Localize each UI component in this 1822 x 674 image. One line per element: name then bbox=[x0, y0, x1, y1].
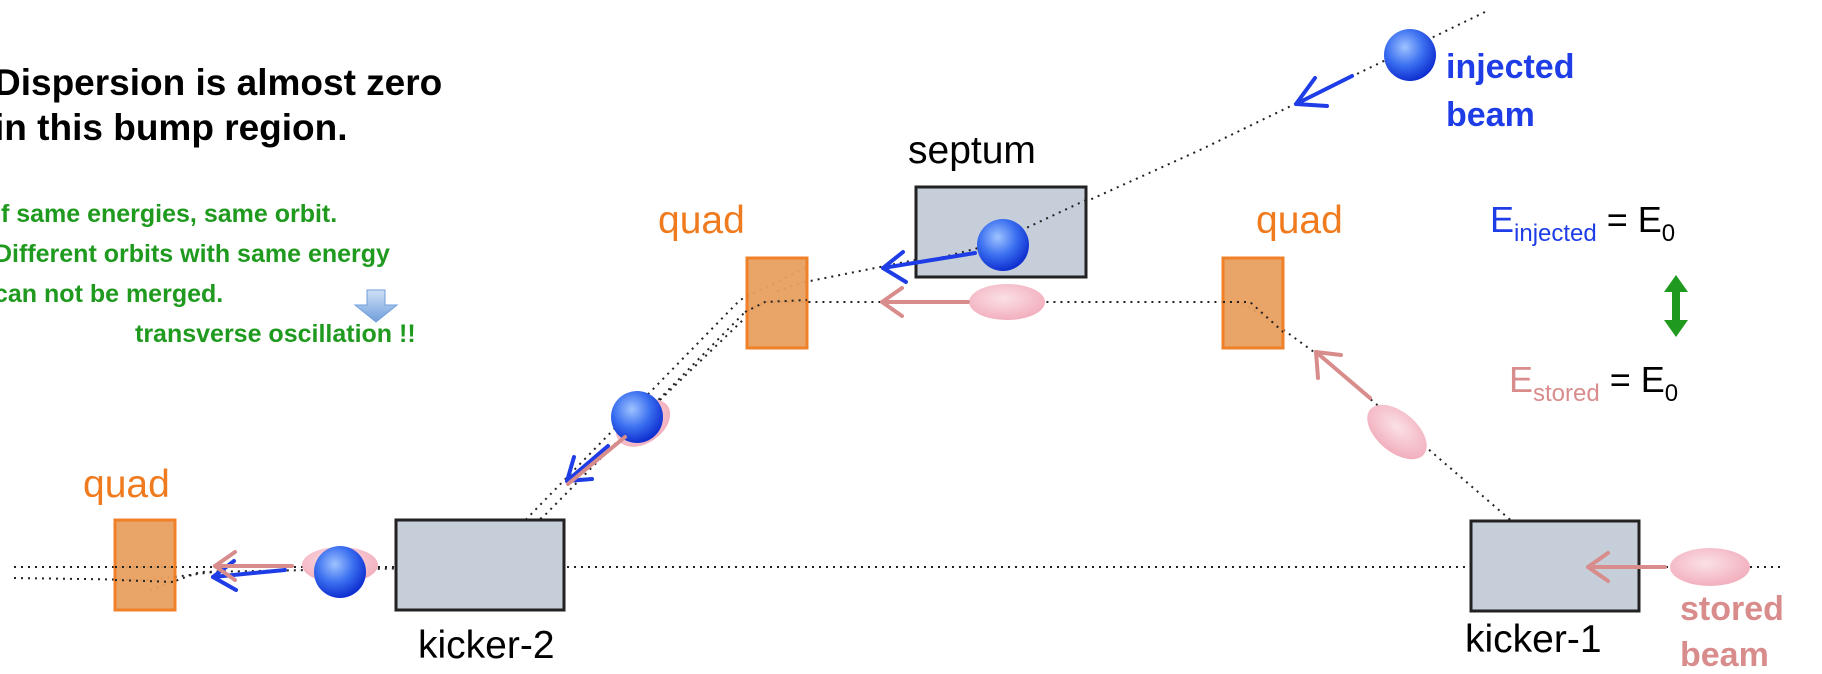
quad-left-upper bbox=[745, 256, 809, 350]
note-text: Dispersion is almost zero in this bump r… bbox=[0, 62, 442, 348]
component-labels: septum quad quad quad kicker-2 kicker-1 … bbox=[83, 48, 1784, 674]
bump-orbit-strand bbox=[659, 317, 746, 401]
injected-label-line1: injected bbox=[1446, 48, 1574, 86]
energy-stored: Estored = E0 bbox=[1509, 359, 1678, 407]
note-green-line3: can not be merged. bbox=[0, 280, 223, 308]
stored-arrow-kicker2 bbox=[213, 550, 294, 582]
injected-bunch-kicker2 bbox=[314, 546, 366, 598]
injected-bunch-septum bbox=[977, 219, 1029, 271]
note-green-line1: If same energies, same orbit. bbox=[0, 200, 337, 228]
energy-injected: Einjected = E0 bbox=[1490, 199, 1675, 247]
injected-arrows bbox=[211, 74, 1354, 592]
overlay-lower-quad bbox=[114, 566, 176, 583]
quad-right-upper-label: quad bbox=[1256, 199, 1343, 242]
energy-relations: Einjected= E0 Estored= E0 bbox=[1490, 199, 1678, 407]
stored-bunch-septum bbox=[969, 284, 1045, 320]
injected-arrow-septum bbox=[881, 250, 977, 284]
injected-label-line2: beam bbox=[1446, 96, 1535, 134]
injected-bunch-top bbox=[1384, 29, 1436, 81]
quad-left-upper-label: quad bbox=[658, 199, 745, 242]
stored-bunch-right-diag bbox=[1367, 404, 1427, 460]
energy-stored-sub: stored bbox=[1533, 380, 1600, 407]
stored-arrows bbox=[213, 286, 1667, 583]
note-title-line2: in this bump region. bbox=[0, 107, 348, 148]
equal-energy-double-arrow-icon bbox=[1664, 275, 1688, 337]
beams bbox=[302, 29, 1750, 598]
note-title-line1: Dispersion is almost zero bbox=[0, 62, 442, 103]
energy-injected-rhs: = E bbox=[1607, 199, 1662, 240]
note-green-line2: Different orbits with same energy bbox=[0, 240, 390, 268]
stored-arrow-left-diag bbox=[566, 435, 627, 486]
quad-lower bbox=[113, 518, 177, 612]
quadrupoles bbox=[113, 256, 1285, 612]
energy-injected-sub: injected bbox=[1514, 220, 1597, 247]
stored-label-line1: stored bbox=[1680, 590, 1784, 628]
quad-lower-label: quad bbox=[83, 463, 170, 506]
kicker-2-magnet bbox=[394, 518, 566, 612]
orbit-left-parallel bbox=[13, 569, 231, 582]
stored-arrow-septum bbox=[880, 286, 970, 318]
overlay-left-quad bbox=[744, 299, 808, 313]
quad-right-upper bbox=[1221, 256, 1285, 350]
stored-arrow-incoming bbox=[1586, 551, 1667, 583]
energy-stored-rhs-sub: 0 bbox=[1665, 380, 1678, 407]
injected-arrow-top bbox=[1294, 74, 1354, 108]
injected-arrow-diag bbox=[565, 444, 610, 483]
energy-injected-base: E bbox=[1490, 199, 1514, 240]
down-arrow-icon bbox=[353, 289, 399, 323]
kicker-1-label: kicker-1 bbox=[1465, 618, 1602, 661]
kicker-2-label: kicker-2 bbox=[418, 624, 555, 667]
energy-stored-base: E bbox=[1509, 359, 1533, 400]
energy-stored-rhs: = E bbox=[1610, 359, 1665, 400]
stored-label-line2: beam bbox=[1680, 636, 1769, 674]
injected-bunch-diag bbox=[611, 391, 663, 443]
injected-beam-path bbox=[774, 11, 1486, 293]
stored-bunch-incoming bbox=[1670, 548, 1750, 586]
energy-injected-rhs-sub: 0 bbox=[1662, 220, 1675, 247]
note-green-line4: transverse oscillation !! bbox=[135, 320, 416, 348]
septum-label: septum bbox=[908, 129, 1036, 172]
stored-arrow-right-diag bbox=[1314, 350, 1372, 400]
